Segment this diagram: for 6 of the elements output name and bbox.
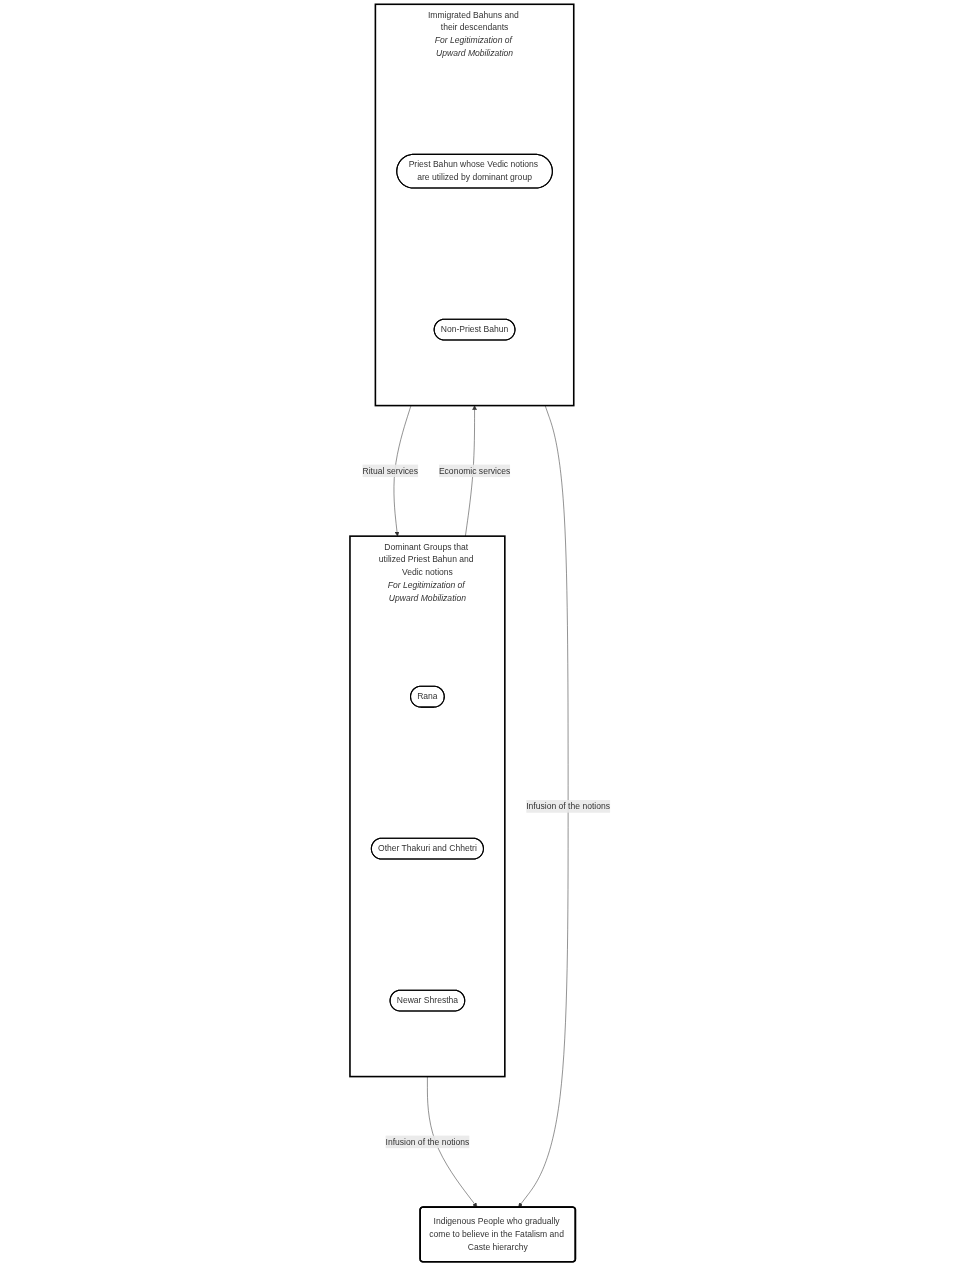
edge-label: Infusion of the notions [525,801,610,811]
node-label: For Legitimization of Upward Mobilization [434,35,513,58]
node-label: For Legitimization of Upward Mobilization [387,580,466,603]
edge-label: Infusion of the notions [385,1137,469,1147]
edge-label: Economic services [438,466,510,476]
edge-label: Ritual services [361,466,418,476]
